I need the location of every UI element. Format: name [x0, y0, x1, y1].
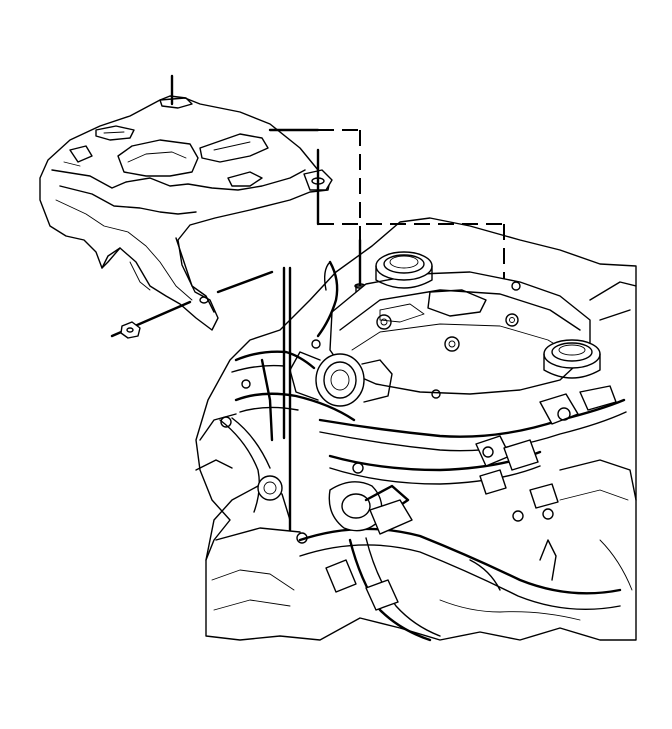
engine-assembly: [195, 217, 637, 642]
engine-cover-heat-shield: [39, 95, 333, 331]
cover-fastener-nut: [120, 321, 141, 339]
injector-connectors: [475, 385, 617, 509]
